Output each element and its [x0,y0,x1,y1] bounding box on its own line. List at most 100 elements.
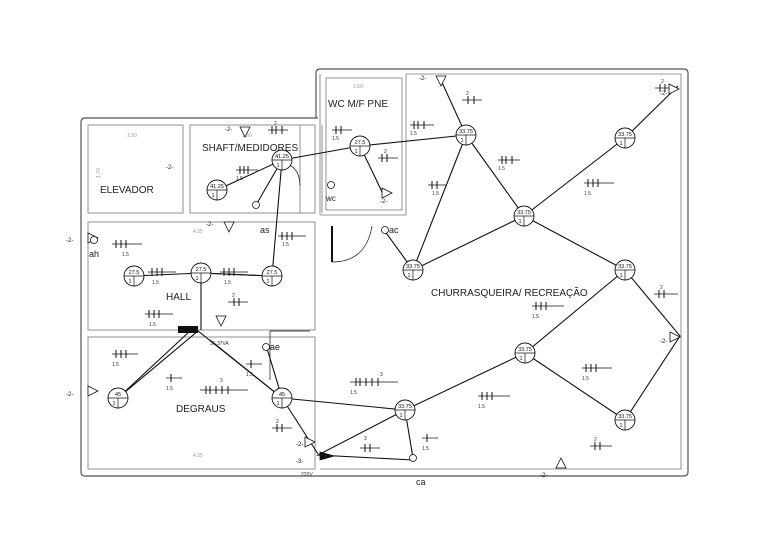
light-point: 33.75 1 [402,259,424,281]
room-wc: WC M/F PNE [328,99,388,110]
switch-ae-symbol [262,343,270,351]
lamp-circuit: 1 [112,401,115,407]
dim-degraus: 4.35 [193,453,203,459]
light-point: 33.75 1 [614,409,636,431]
lamp-power: 45 [279,392,285,398]
outlet-ca-symbol [409,454,417,462]
lamp-power: 33.75 [517,210,531,216]
svg-text:1.5: 1.5 [149,322,156,328]
svg-text:2: 2 [384,149,387,155]
svg-text:1.5: 1.5 [584,191,591,197]
svg-text:2: 2 [276,419,279,425]
svg-text:2: 2 [274,121,277,127]
lamp-circuit: 1 [128,279,131,285]
svg-text:1.5: 1.5 [410,131,417,137]
light-point: 33.75 1 [455,124,477,146]
light-point: 33.75 1 [614,259,636,281]
light-point: 27.51 [123,265,145,287]
lamp-power: 33.75 [618,414,632,420]
dim-hall: 4.35 [193,229,203,235]
light-point: 33.751 [514,342,536,364]
lamp-circuit: 1 [195,276,198,282]
room-degraus: DEGRAUS [176,404,226,415]
tag-hall-left: -2- [66,238,73,244]
lamp-circuit: 1 [619,141,622,147]
light-point: 27.51 [190,262,212,284]
tag-right: -2- [660,339,667,345]
light-point: 451 [271,387,293,409]
lamp-circuit: 1 [399,413,402,419]
svg-text:2: 2 [232,293,235,299]
svg-text:1.5: 1.5 [422,446,429,452]
switch-as-symbol [252,201,260,209]
tag-degraus-left: -2- [66,392,73,398]
svg-text:2: 2 [466,91,469,97]
tag-shaft: -2- [225,127,232,133]
lamp-power: 33.75 [398,404,412,410]
building-walls [80,68,689,477]
switch-wc-label: wc [325,194,336,203]
lamp-circuit: 1 [407,273,410,279]
tag-bottom-3: -3- [296,459,303,465]
svg-text:2: 2 [594,437,597,443]
lamp-circuit: 1 [460,138,463,144]
panel-label: 36.37VA [210,341,229,347]
dim-elevador: 1.50 [127,133,137,139]
switch-ae-label: ae [270,342,280,352]
svg-text:3: 3 [220,378,223,384]
switch-ac-label: ac [389,225,399,235]
lamp-power: 33.75 [459,129,473,135]
tag-wc: -2- [380,199,387,205]
lamp-power: 27.5 [355,140,366,146]
svg-text:1.5: 1.5 [478,404,485,410]
svg-text:3: 3 [380,372,383,378]
lamp-power: 27.5 [196,267,207,273]
tag-top-right: -2- [660,91,667,97]
svg-text:1.5: 1.5 [498,166,505,172]
room-elevador: ELEVADOR [100,185,154,196]
lamp-circuit: 1 [518,219,521,225]
room-hall: HALL [166,292,191,303]
dim-wc: 1.50 [353,84,363,90]
svg-text:1.5: 1.5 [582,376,589,382]
outlet-ca-label: ca [416,477,426,487]
light-point: 27.51 [261,265,283,287]
switch-ah-symbol [90,236,98,244]
svg-text:3: 3 [364,436,367,442]
switch-ac-symbol [381,226,389,234]
light-point: 33.75 1 [394,399,416,421]
svg-text:1.5: 1.5 [282,242,289,248]
svg-text:1.5: 1.5 [236,176,243,182]
lamp-power: 27.5 [267,270,278,276]
tag-hall-top: -2- [206,222,213,228]
lamp-circuit: 1 [276,401,279,407]
svg-text:2: 2 [661,79,664,85]
lamp-circuit: 1 [211,193,214,199]
lamp-circuit: 1 [619,273,622,279]
voltage-label: 220V [301,472,313,478]
light-point: 27.51 [349,135,371,157]
svg-text:1.5: 1.5 [224,280,231,286]
tag-elevador: -2- [166,165,173,171]
lamp-power: 33.75 [618,264,632,270]
tag-bottom-right: -2- [540,473,547,479]
tag-top-mid: -2- [419,76,426,82]
lamp-power: 33.75 [618,132,632,138]
lamp-circuit: 1 [276,163,279,169]
lamp-power: 33.75 [518,347,532,353]
svg-text:1.5: 1.5 [166,386,173,392]
dimensions: 1.50 1.50 1.50 4.35 4.35 1.70 [96,84,363,459]
svg-text:1.5: 1.5 [432,191,439,197]
lamp-circuit: 1 [619,423,622,429]
svg-text:1.5: 1.5 [112,362,119,368]
light-point: 41.251 [206,179,228,201]
switch-ah-label: ah [89,249,99,259]
svg-text:1.5: 1.5 [122,252,129,258]
light-point: 451 [107,387,129,409]
svg-text:1.5: 1.5 [246,372,253,378]
tag-bottom: -2- [296,442,303,448]
dim-elevador-height: 1.70 [96,168,102,178]
lamp-circuit: 1 [266,279,269,285]
lamp-power: 33.75 [406,264,420,270]
svg-text:2: 2 [660,285,663,291]
